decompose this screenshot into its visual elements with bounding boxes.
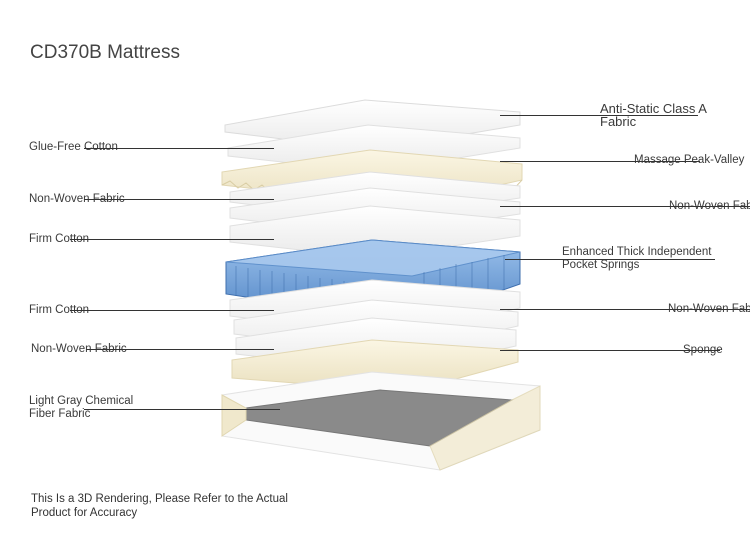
leader-line	[84, 199, 274, 200]
leader-line	[70, 239, 274, 240]
leader-line	[500, 206, 750, 207]
label-massage-peak-valley: Massage Peak-Valley	[634, 154, 745, 166]
label-firm-cotton-2: Firm Cotton	[29, 304, 90, 316]
label-light-gray-fiber-fabric: Light Gray Chemical Fiber Fabric	[29, 395, 134, 420]
leader-line	[500, 115, 698, 116]
firm-cotton-layer-upper	[229, 205, 521, 259]
label-firm-cotton-1: Firm Cotton	[29, 233, 90, 245]
leader-line	[70, 310, 274, 311]
label-anti-static-fabric: Anti-Static Class A Fabric	[600, 101, 707, 129]
label-non-woven-fabric-1: Non-Woven Fabric	[29, 193, 125, 205]
leader-line	[86, 349, 274, 350]
base-frame	[221, 371, 541, 471]
leader-line	[500, 350, 720, 351]
disclaimer-note: This Is a 3D Rendering, Please Refer to …	[31, 493, 288, 519]
leader-line	[500, 161, 700, 162]
label-pocket-springs: Enhanced Thick Independent Pocket Spring…	[562, 246, 712, 271]
leader-line	[505, 259, 715, 260]
leader-line	[84, 148, 274, 149]
label-non-woven-fabric-2: Non-Woven Fabric	[31, 343, 127, 355]
page-title: CD370B Mattress	[30, 42, 180, 63]
label-glue-free-cotton: Glue-Free Cotton	[29, 141, 118, 153]
leader-line	[500, 309, 750, 310]
leader-line	[84, 409, 280, 410]
